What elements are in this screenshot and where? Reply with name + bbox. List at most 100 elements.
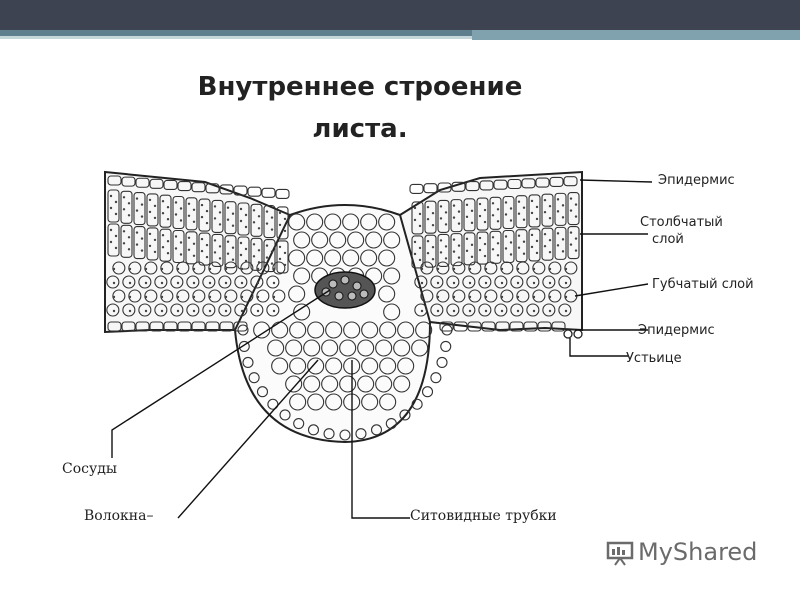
spongy-cell [462, 303, 476, 317]
spongy-cell [154, 275, 168, 289]
chloroplast-dot [436, 295, 440, 299]
chloroplast-dot [144, 281, 148, 285]
chloroplast-dot [128, 295, 132, 299]
spongy-cell [272, 289, 286, 303]
chloroplast-dot [457, 256, 461, 259]
palisade-cell [263, 239, 276, 273]
chloroplast-dot [504, 235, 508, 238]
spongy-cell [202, 303, 216, 317]
parenchyma-cell [339, 339, 357, 357]
label-palisade-line-1: Столбчатый [640, 215, 723, 230]
palisade-cell [159, 228, 172, 262]
palisade-cell [146, 227, 159, 261]
palisade-cell [528, 228, 541, 262]
chloroplast-dot [543, 232, 547, 236]
chloroplast-dot [468, 281, 472, 285]
spongy-cell [526, 275, 540, 289]
chloroplast-dot [278, 245, 282, 249]
chloroplast-dot [561, 238, 565, 241]
chloroplast-dot [426, 205, 430, 209]
spongy-cell [446, 275, 460, 289]
chloroplast-dot [478, 248, 482, 252]
chloroplast-dot [574, 203, 578, 206]
chloroplast-dot [160, 281, 164, 285]
parenchyma-cell [397, 357, 415, 375]
spongy-cell [478, 275, 492, 289]
chloroplast-dot [224, 295, 228, 299]
spongy-cell [170, 303, 184, 317]
chloroplast-dot [265, 244, 269, 247]
chloroplast-dot [517, 212, 521, 215]
chloroplast-dot [244, 225, 248, 229]
chloroplast-dot [532, 281, 536, 285]
chloroplast-dot [548, 250, 552, 254]
midrib-epidermis-cell [242, 356, 254, 368]
epidermis-cell [219, 184, 234, 195]
chloroplast-dot [564, 309, 568, 313]
chloroplast-dot [431, 245, 435, 249]
chloroplast-dot [491, 202, 495, 205]
chloroplast-dot [226, 252, 230, 255]
chloroplast-dot [240, 309, 244, 313]
spongy-cell [532, 289, 546, 303]
chloroplast-dot [470, 209, 474, 213]
pointer-fibers [177, 359, 319, 519]
palisade-cell [541, 227, 554, 261]
chloroplast-dot [187, 202, 191, 205]
spongy-cell [452, 289, 466, 303]
chloroplast-dot [218, 245, 222, 248]
palisade-cell [411, 235, 424, 269]
label-epidermis-top: Эпидермис [658, 173, 735, 188]
chloroplast-dot [535, 239, 539, 243]
spongy-cell [234, 275, 248, 289]
spongy-cell [122, 275, 136, 289]
parenchyma-cell [289, 357, 307, 375]
chloroplast-dot [153, 238, 157, 242]
chloroplast-dot [530, 211, 534, 215]
chloroplast-dot [569, 231, 573, 234]
chloroplast-dot [174, 247, 178, 250]
chloroplast-dot [548, 309, 552, 313]
parenchyma-cell [293, 267, 311, 285]
chloroplast-dot [522, 240, 526, 243]
chloroplast-dot [226, 240, 230, 243]
chloroplast-dot [160, 267, 164, 271]
chloroplast-dots [109, 194, 578, 313]
spongy-cell [468, 289, 482, 303]
spongy-cell [250, 275, 264, 289]
label-stoma: Устьице [626, 351, 682, 366]
chloroplast-dot [535, 205, 539, 209]
spongy-cell [144, 261, 158, 275]
chloroplast-dot [278, 257, 282, 261]
chloroplast-dot [483, 220, 487, 224]
chloroplast-dot [174, 201, 178, 204]
parenchyma-cell [383, 231, 401, 249]
chloroplast-dot [205, 221, 209, 225]
midrib-epidermis-cell [307, 424, 320, 436]
pointer-spongy [574, 283, 649, 297]
chloroplast-dot [257, 227, 261, 230]
spongy-cell [420, 261, 434, 275]
chloroplast-dot [257, 261, 261, 264]
chloroplast-dot [426, 239, 430, 243]
parenchyma-cell [325, 357, 343, 375]
chloroplast-dot [509, 241, 513, 244]
midrib-epidermis-cell [293, 418, 305, 430]
spongy-cell [138, 303, 152, 317]
parenchyma-cell [393, 375, 411, 393]
chloroplast-dot [224, 281, 228, 285]
chloroplast-dot [484, 309, 488, 313]
epidermis-cell [177, 181, 192, 192]
palisade-cell [515, 195, 528, 229]
chloroplast-dot [426, 217, 430, 221]
parenchyma-cell [378, 213, 396, 231]
chloroplast-dot [128, 309, 132, 313]
chloroplast-dot [516, 309, 520, 313]
chloroplast-dot [122, 208, 126, 211]
chloroplast-dot [112, 309, 116, 313]
chloroplast-dot [478, 236, 482, 240]
spongy-cell [202, 275, 216, 289]
parenchyma-cell [415, 321, 433, 339]
chloroplast-dot [548, 238, 552, 242]
